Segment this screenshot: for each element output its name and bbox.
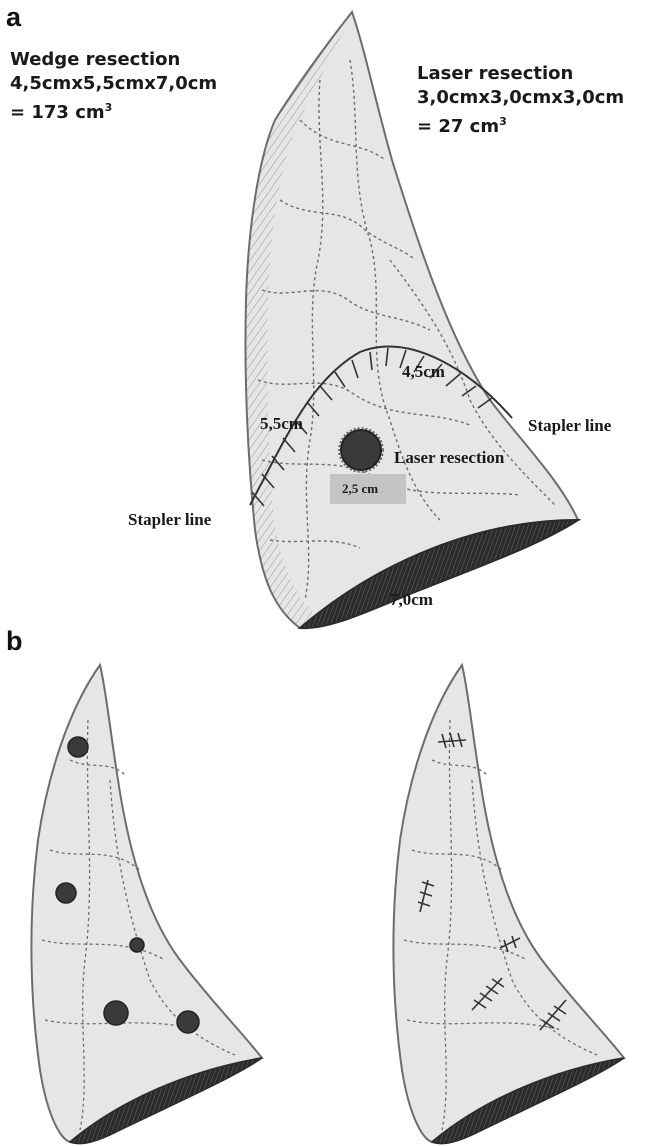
lung-segment-b-right <box>393 665 624 1144</box>
stapler-line-label-right: Stapler line <box>528 416 611 436</box>
lesion-a <box>341 430 381 470</box>
dim-label-left: 5,5cm <box>260 414 303 434</box>
laser-resection-label: Laser resection <box>394 448 504 468</box>
stapler-line-label-left: Stapler line <box>128 510 211 530</box>
lesion-size-label: 2,5 cm <box>342 481 378 497</box>
dim-label-top: 4,5cm <box>402 362 445 382</box>
dim-label-bottom: 7,0cm <box>390 590 433 610</box>
lung-segment-a <box>245 12 578 628</box>
lung-segment-b-left <box>31 665 262 1144</box>
